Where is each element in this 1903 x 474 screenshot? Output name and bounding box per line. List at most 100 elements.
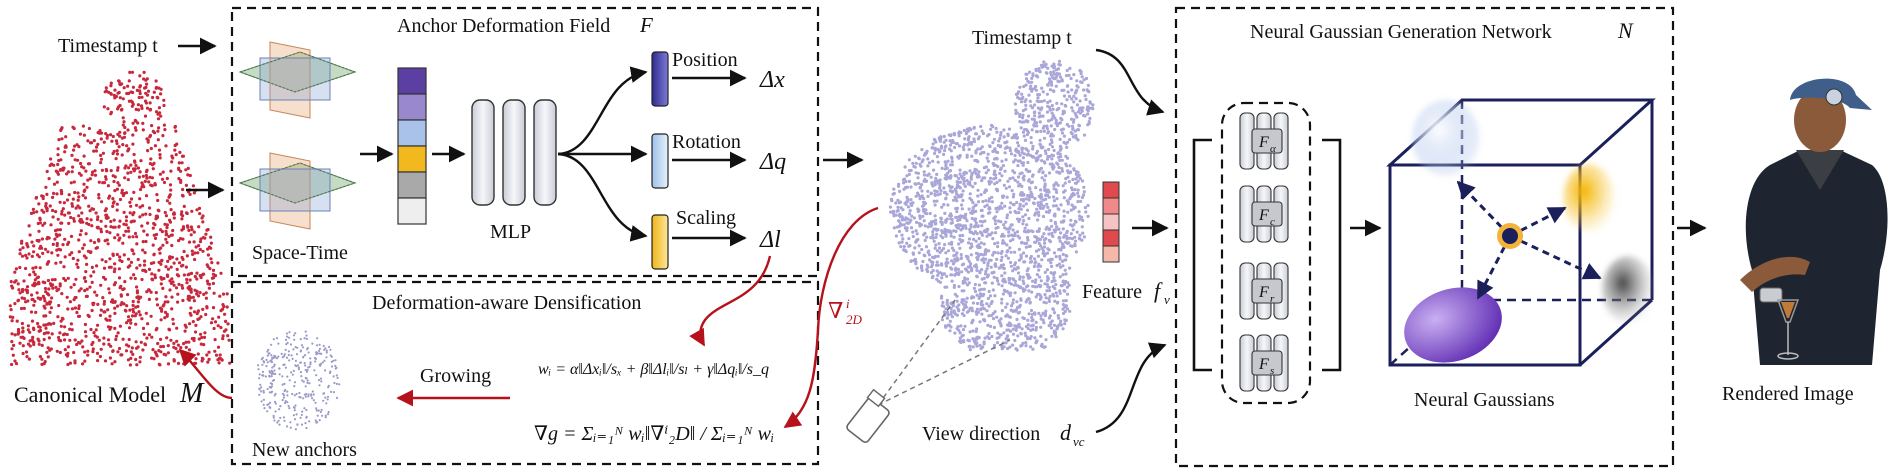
lavender-point: [1079, 72, 1083, 76]
position-label: Position: [672, 49, 738, 71]
lavender-point: [935, 232, 939, 236]
lavender-point: [1039, 99, 1043, 104]
lavender-point: [970, 140, 974, 144]
lavender-point: [988, 211, 992, 215]
lavender-point: [932, 199, 936, 203]
camera-icon: [846, 299, 1011, 443]
red-point: [207, 357, 211, 361]
red-point: [194, 323, 198, 327]
red-point: [96, 359, 100, 363]
timestamp-mid-label: Timestamp t: [972, 27, 1072, 49]
view-symbol: d: [1060, 420, 1072, 445]
lavender-point: [1034, 84, 1038, 89]
red-point: [72, 283, 76, 287]
weight-formula: wᵢ = α‖Δxᵢ‖/sₓ + β‖Δlᵢ‖/sₗ + γ‖Δqᵢ‖/s_q: [538, 361, 769, 378]
red-point: [154, 85, 159, 90]
lavender-point: [1018, 153, 1022, 157]
lavender-point: [1034, 88, 1038, 92]
red-point: [193, 257, 197, 262]
red-point: [159, 246, 163, 250]
red-point: [129, 350, 133, 354]
red-point: [68, 338, 72, 342]
lavender-point: [969, 242, 974, 246]
lavender-point: [921, 259, 925, 264]
lavender-point: [1027, 273, 1031, 277]
lavender-point: [1050, 162, 1054, 166]
red-point: [77, 250, 81, 254]
lavender-point: [986, 152, 990, 156]
lavender-point: [990, 200, 994, 204]
lavender-point: [949, 325, 953, 329]
lavender-point: [974, 221, 978, 225]
red-point: [132, 152, 136, 157]
lavender-point: [1024, 197, 1028, 201]
lavender-point: [957, 242, 961, 246]
lavender-point: [949, 234, 953, 238]
lavender-point: [1002, 288, 1007, 292]
red-point: [86, 353, 90, 357]
lavender-point: [990, 281, 994, 285]
lavender-point: [900, 233, 904, 237]
lavender-point: [996, 331, 1000, 335]
lavender-point: [1016, 265, 1020, 269]
red-point: [121, 337, 125, 341]
lavender-point: [1060, 158, 1064, 162]
lavender-point: [1080, 195, 1084, 200]
red-point: [206, 360, 210, 364]
lavender-point: [1009, 250, 1013, 254]
red-point: [205, 279, 209, 283]
lavender-point: [1031, 87, 1035, 91]
lavender-point: [1043, 282, 1047, 286]
lavender-point: [1060, 102, 1064, 106]
red-point: [31, 335, 35, 339]
lavender-point: [1064, 318, 1068, 322]
lavender-point: [1010, 189, 1014, 193]
lavender-point: [1070, 97, 1074, 101]
red-point: [126, 358, 130, 362]
lavender-point: [1001, 292, 1006, 296]
lavender-point: [944, 264, 949, 268]
lavender-point: [958, 234, 962, 238]
lavender-point: [1059, 319, 1063, 323]
red-point: [127, 147, 131, 151]
red-point: [63, 150, 67, 154]
lavender-point: [963, 324, 967, 328]
red-point: [20, 254, 25, 258]
red-point: [176, 350, 180, 354]
lavender-point: [958, 172, 962, 176]
red-point: [34, 310, 38, 314]
red-point: [50, 251, 54, 255]
red-point: [13, 302, 17, 306]
red-point: [170, 255, 174, 259]
lavender-point: [944, 162, 948, 166]
new-anchor-point: [327, 413, 330, 416]
lavender-point: [941, 236, 945, 240]
lavender-point: [963, 276, 967, 280]
red-point: [144, 194, 149, 198]
lavender-point: [973, 167, 977, 171]
lavender-point: [1029, 254, 1033, 259]
lavender-point: [986, 323, 990, 327]
lavender-point: [1042, 178, 1046, 182]
lavender-point: [942, 203, 946, 207]
lavender-point: [935, 199, 939, 203]
lavender-point: [945, 229, 949, 233]
lavender-point: [904, 179, 908, 184]
lavender-point: [1002, 135, 1006, 139]
lavender-point: [966, 338, 970, 342]
red-point: [138, 197, 142, 201]
lavender-point: [1060, 284, 1064, 288]
new-anchor-point: [289, 343, 292, 346]
new-anchor-point: [266, 403, 269, 406]
lavender-point: [1037, 248, 1041, 252]
lavender-point: [932, 256, 936, 260]
new-anchor-point: [303, 407, 306, 410]
red-point: [164, 295, 168, 299]
new-anchor-point: [283, 355, 286, 358]
red-point: [21, 351, 25, 356]
lavender-point: [1076, 179, 1080, 183]
lavender-point: [898, 189, 902, 193]
red-point: [169, 208, 173, 212]
lavender-point: [982, 166, 987, 170]
red-point: [110, 362, 114, 366]
